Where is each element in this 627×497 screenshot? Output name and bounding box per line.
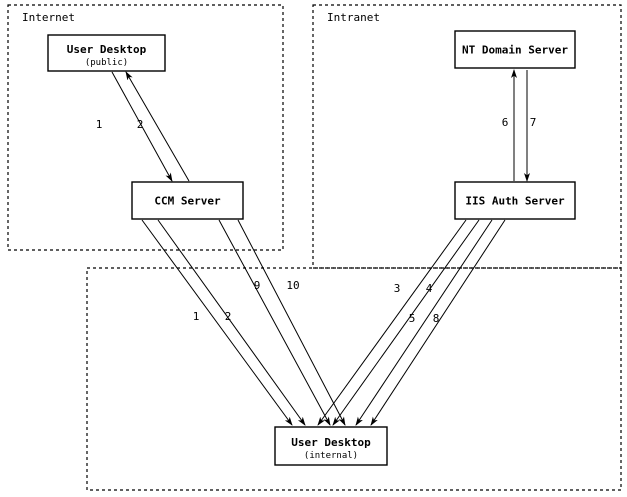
flow-arrow-e9 — [218, 219, 331, 426]
node-ccm-server[interactable]: CCM Server — [131, 181, 244, 220]
node-title-user-desktop-internal: User Desktop — [291, 436, 371, 449]
flow-arrow-e5 — [355, 219, 493, 426]
node-box-ccm-server — [131, 181, 244, 220]
node-subtitle-user-desktop-internal: (internal) — [304, 451, 358, 461]
node-user-desktop-internal[interactable]: User Desktop (internal) — [274, 426, 388, 466]
node-nt-domain-server[interactable]: NT Domain Server — [454, 30, 576, 69]
edge-label-e2: 2 — [137, 118, 144, 131]
node-box-user-desktop-internal — [274, 426, 388, 466]
edge-label-e10: 10 — [286, 279, 299, 292]
zone-boundary-internal-lan — [86, 267, 622, 491]
edge-label-e3: 3 — [394, 282, 401, 295]
node-subtitle-user-desktop-public: (public) — [85, 58, 128, 68]
node-title-nt-domain-server: NT Domain Server — [462, 44, 568, 57]
edge-label-e2b: 2 — [225, 310, 232, 323]
flow-arrow-e2 — [125, 71, 190, 182]
zone-boundary-intranet — [312, 4, 622, 269]
flow-arrow-e2b — [157, 219, 306, 426]
node-box-iis-auth-server — [454, 181, 576, 220]
flow-arrow-e1b — [141, 219, 293, 426]
flow-arrow-e4 — [332, 219, 480, 426]
node-user-desktop-public[interactable]: User Desktop (public) — [47, 34, 166, 72]
edge-label-e5: 5 — [409, 312, 416, 325]
flow-arrow-e8 — [370, 219, 506, 426]
edge-label-e4: 4 — [426, 282, 433, 295]
zone-boundary-internet — [7, 4, 284, 251]
edge-label-e1: 1 — [96, 118, 103, 131]
zones-layer: Internet Intranet — [7, 4, 622, 491]
nodes-layer: User Desktop (public) CCM Server NT Domain … — [47, 30, 576, 466]
edge-label-e6: 6 — [502, 116, 509, 129]
flow-arrow-e1 — [111, 71, 173, 182]
zone-label-internet: Internet — [22, 11, 75, 24]
flow-arrow-e10 — [237, 219, 346, 426]
flow-arrow-e3 — [317, 219, 467, 426]
node-box-user-desktop-public — [47, 34, 166, 72]
edge-labels-layer: 1 2 1 2 9 10 3 4 5 8 6 7 — [96, 116, 537, 325]
edge-label-e8: 8 — [433, 312, 440, 325]
node-title-iis-auth-server: IIS Auth Server — [465, 195, 565, 208]
node-box-nt-domain-server — [454, 30, 576, 69]
node-iis-auth-server[interactable]: IIS Auth Server — [454, 181, 576, 220]
zone-label-intranet: Intranet — [327, 11, 380, 24]
edge-label-e9: 9 — [254, 279, 261, 292]
edges-layer — [111, 69, 530, 426]
node-title-ccm-server: CCM Server — [154, 195, 221, 208]
edge-label-e1b: 1 — [193, 310, 200, 323]
node-title-user-desktop-public: User Desktop — [67, 43, 147, 56]
edge-label-e7: 7 — [530, 116, 537, 129]
